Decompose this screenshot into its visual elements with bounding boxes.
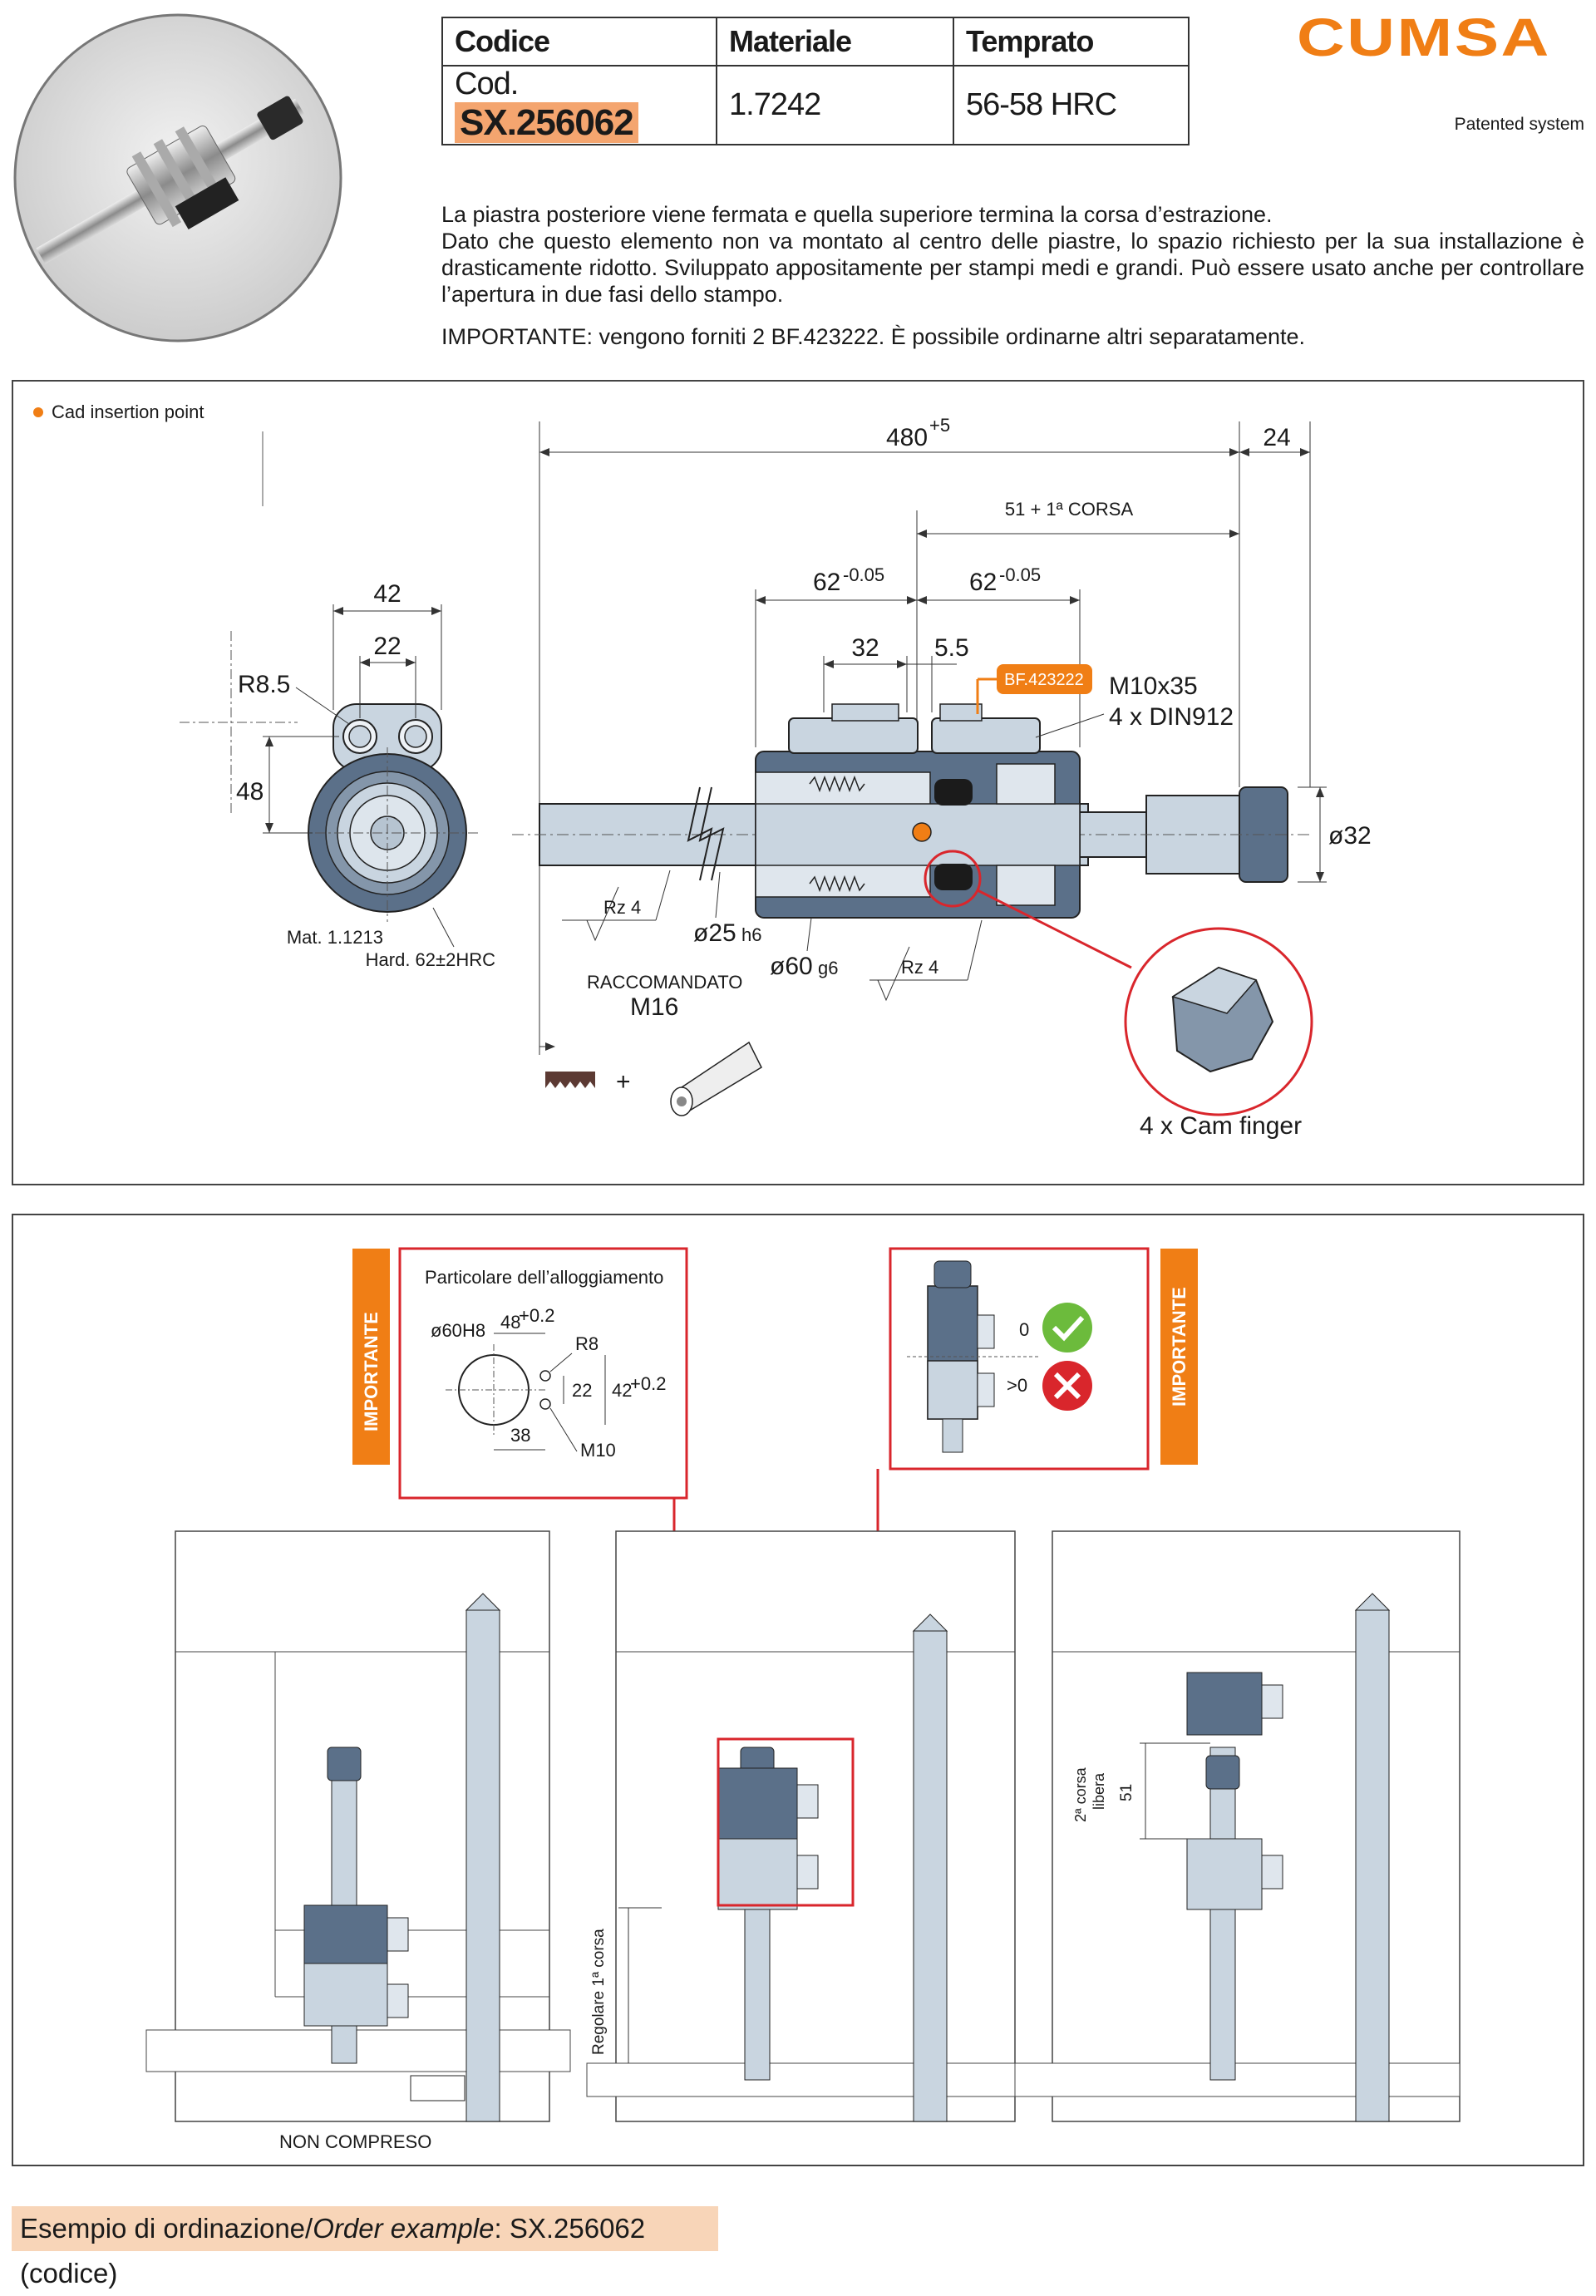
code-cell: Cod. SX.256062	[441, 65, 717, 145]
dim-62b-tol: -0.05	[999, 564, 1041, 585]
d-phi60-tol: H8	[462, 1320, 485, 1341]
recommended-label: RACCOMANDATO	[587, 972, 742, 993]
important-label-right: IMPORTANTE	[1169, 1287, 1190, 1407]
order-example: Esempio di ordinazione/Order example: SX…	[12, 2206, 718, 2289]
rz4-right: Rz 4	[901, 957, 938, 978]
dim-51-corsa: 51 + 1ª CORSA	[1005, 499, 1134, 520]
d-m10: M10	[580, 1440, 616, 1461]
dim-480-tol: +5	[929, 415, 950, 436]
cad-dot-icon	[33, 407, 43, 417]
rz4-left: Rz 4	[603, 897, 641, 918]
material-header: Materiale	[716, 17, 954, 67]
dim-42: 42	[373, 580, 401, 608]
dia-25-tol: h6	[741, 924, 761, 945]
m16-label: M16	[630, 993, 678, 1021]
cam-finger-top-icon	[934, 779, 973, 806]
hardness-header: Temprato	[953, 17, 1190, 67]
cad-label: Cad insertion point	[52, 402, 204, 422]
screw-label: M10x35	[1109, 673, 1198, 700]
code-prefix: Cod.	[455, 67, 519, 101]
important-bar-left	[352, 1249, 390, 1465]
d-r8: R8	[575, 1333, 598, 1354]
stroke-detail-box	[889, 1247, 1150, 1471]
patent-label: Patented system	[1454, 115, 1584, 134]
material-cell: 1.7242	[716, 65, 954, 145]
product-photo	[12, 12, 344, 344]
housing-detail-title: Particolare dell’alloggiamento	[425, 1267, 663, 1288]
d-22: 22	[572, 1380, 592, 1401]
libera-label: libera	[1091, 1772, 1107, 1810]
order-example-italic: Order example	[313, 2213, 495, 2244]
cam-finger-detail-icon	[1171, 966, 1274, 1073]
housing-detail-box	[398, 1247, 688, 1500]
spec-table: Codice Materiale Temprato Cod. SX.256062…	[441, 17, 1190, 145]
dim-48: 48	[236, 778, 264, 806]
code-value: SX.256062	[455, 102, 638, 143]
corsa2-label: 2ª corsa	[1072, 1766, 1089, 1822]
side-view: 42 22 R8.5 48 Mat. 1.1213 Hard. 62±2HRC	[180, 431, 495, 970]
d-38: 38	[510, 1425, 530, 1446]
order-example-prefix: Esempio di ordinazione/	[20, 2213, 313, 2244]
assembly-scene-2: Regolare 1ª corsa	[586, 1530, 1032, 2122]
assembly-scene-1: NON COMPRESO	[145, 1530, 571, 2152]
dia-25: ø25	[693, 919, 736, 947]
regolare-label: Regolare 1ª corsa	[590, 1929, 608, 2055]
d-42-tol: +0.2	[630, 1373, 666, 1394]
dim-62a-tol: -0.05	[843, 564, 884, 585]
dia-60-tol: g6	[818, 958, 838, 978]
assembly-scene-3: 51 2ª corsa libera	[1014, 1530, 1461, 2122]
cad-insertion-point-icon	[912, 822, 932, 842]
check-icon	[1042, 1303, 1092, 1352]
d-48-tol: +0.2	[519, 1305, 554, 1326]
technical-drawing: Cad insertion point 42	[33, 402, 1372, 1140]
product-photo-icon	[13, 13, 342, 342]
dim-480: 480	[886, 424, 928, 451]
important-bar-right	[1160, 1249, 1198, 1465]
description-line1: La piastra posteriore viene fermata e qu…	[441, 202, 1273, 227]
hardness-cell: 56-58 HRC	[953, 65, 1190, 145]
material-note: Mat. 1.1213	[287, 927, 383, 948]
dim-24: 24	[1263, 424, 1290, 451]
bf-tag-label: BF.423222	[1004, 671, 1084, 689]
plus-sign: +	[616, 1068, 631, 1096]
dim-r85: R8.5	[238, 671, 290, 698]
screw-std-label: 4 x DIN912	[1109, 703, 1234, 731]
ok-label: 0	[1019, 1319, 1029, 1340]
description-line2: Dato che questo elemento non va montato …	[441, 229, 1584, 307]
serrated-icon	[545, 1072, 595, 1088]
d-42: 42	[612, 1380, 632, 1401]
dim-22: 22	[373, 633, 401, 660]
threaded-tube-icon	[670, 1041, 762, 1116]
cam-finger-label: 4 x Cam finger	[1140, 1112, 1302, 1140]
technical-drawing-panel: Cad insertion point 42	[12, 380, 1584, 1185]
d-48: 48	[500, 1312, 520, 1333]
section-view: 480 +5 24 51 + 1ª CORSA 62 -0.05 62 -0.	[512, 415, 1372, 1140]
dim-32: 32	[851, 634, 879, 662]
dia-60: ø60	[770, 953, 813, 980]
important-note: IMPORTANTE: vengono forniti 2 BF.423222.…	[441, 324, 1306, 349]
description: La piastra posteriore viene fermata e qu…	[441, 201, 1584, 308]
code-header: Codice	[441, 17, 717, 67]
d-phi60: ø60	[431, 1320, 462, 1341]
bad-label: >0	[1007, 1375, 1027, 1396]
d51-label: 51	[1118, 1784, 1135, 1801]
cam-finger-bottom-icon	[934, 864, 973, 890]
hardness-note: Hard. 62±2HRC	[366, 949, 495, 970]
dia-32: ø32	[1328, 822, 1372, 850]
dim-62a: 62	[813, 569, 840, 596]
brand-logo: CUMSA	[1297, 7, 1551, 67]
dim-62b: 62	[969, 569, 997, 596]
dim-55: 5.5	[934, 634, 969, 662]
non-compreso-label: NON COMPRESO	[279, 2131, 431, 2152]
bf-tag	[997, 664, 1092, 694]
assembly-panel: IMPORTANTE IMPORTANTE Particolare dell’a…	[12, 1214, 1584, 2166]
important-label-left: IMPORTANTE	[361, 1312, 382, 1431]
assembly-drawing: IMPORTANTE IMPORTANTE Particolare dell’a…	[145, 1247, 1461, 2152]
